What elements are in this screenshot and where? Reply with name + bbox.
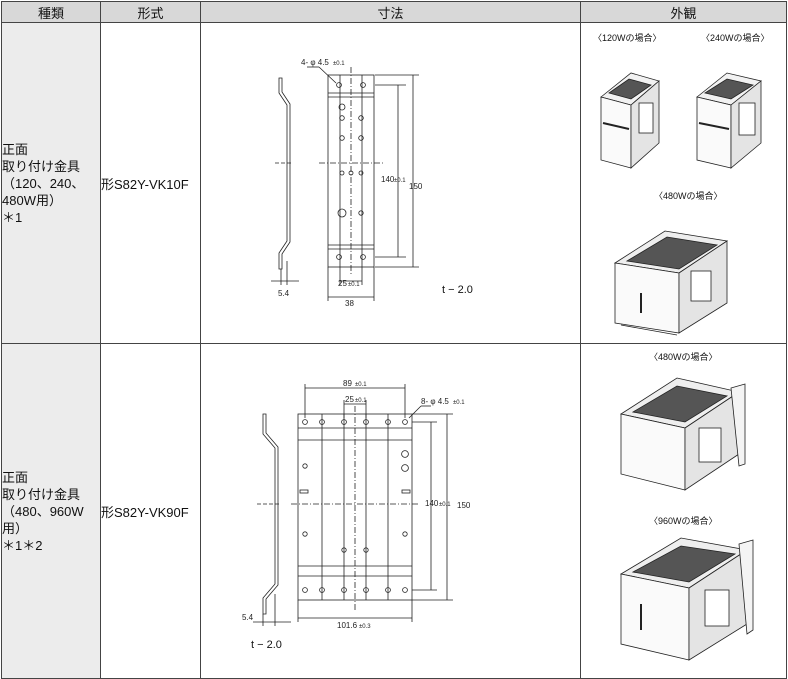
header-kind: 種類 [1, 1, 101, 23]
header-appearance: 外観 [580, 1, 787, 23]
height-inner-tolerance: ±0.1 [394, 178, 406, 184]
top-width-tolerance: ±0.1 [355, 382, 367, 388]
appearance-cell: 〈480Wの場合〉 〈960Wの場合〉 [580, 343, 787, 679]
appearance-images-row2: 〈480Wの場合〉 〈960Wの場合〉 [619, 351, 754, 661]
height-outer-label: 150 [457, 501, 471, 510]
top-width-label: 89 [343, 379, 352, 388]
hole-tolerance: ±0.1 [453, 400, 465, 406]
appearance-cell: 〈120Wの場合〉 〈240Wの場合〉 〈480Wの場合〉 [580, 22, 787, 344]
thickness-label: t − 2.0 [442, 284, 473, 296]
side-profile [262, 413, 279, 615]
width-label: 38 [345, 299, 354, 308]
table-row: 正面 取り付け金具 （120、240、 480W用） ＊1 形S82Y-VK10… [1, 22, 787, 344]
pitch-label: 25 [345, 395, 354, 404]
table-row: 正面 取り付け金具 （480、960W用） ＊1＊2 形S82Y-VK90F [1, 343, 787, 679]
caption-960w: 〈960Wの場合〉 [649, 515, 718, 526]
header-row: 種類 形式 寸法 外観 [1, 1, 787, 23]
device-image-480w [613, 230, 729, 336]
caption-120w: 〈120Wの場合〉 [593, 32, 662, 43]
appearance-images-row1: 〈120Wの場合〉 〈240Wの場合〉 〈480Wの場合〉 [593, 32, 770, 336]
side-offset-label: 5.4 [278, 289, 290, 298]
pitch-label: 25 [338, 279, 347, 288]
height-inner-tolerance: ±0.1 [439, 502, 451, 508]
header-dimensions: 寸法 [200, 1, 581, 23]
header-model: 形式 [100, 1, 201, 23]
pitch-tolerance: ±0.1 [348, 282, 360, 288]
hole-tolerance: ±0.1 [333, 61, 345, 67]
bracket-drawing-large: 89 ±0.1 25 ±0.1 8- φ 4.5 ±0.1 140 ±0.1 1… [242, 379, 471, 651]
device-image-960w [619, 537, 754, 661]
dimension-drawing-cell: 89 ±0.1 25 ±0.1 8- φ 4.5 ±0.1 140 ±0.1 1… [200, 343, 581, 679]
model-cell: 形S82Y-VK90F [100, 343, 201, 679]
device-image-480w [619, 377, 746, 491]
device-image-240w [696, 72, 762, 169]
side-offset-label: 5.4 [242, 613, 254, 622]
kind-cell: 正面 取り付け金具 （120、240、 480W用） ＊1 [1, 22, 101, 344]
kind-cell: 正面 取り付け金具 （480、960W用） ＊1＊2 [1, 343, 101, 679]
model-cell: 形S82Y-VK10F [100, 22, 201, 344]
dimension-drawing-cell: 4- φ 4.5 ±0.1 140 ±0.1 150 25 ±0.1 38 5.… [200, 22, 581, 344]
bracket-drawing-small: 4- φ 4.5 ±0.1 140 ±0.1 150 25 ±0.1 38 5.… [271, 58, 473, 308]
width-tolerance: ±0.3 [359, 624, 371, 630]
height-outer-label: 150 [409, 182, 423, 191]
height-inner-label: 140 [381, 175, 395, 184]
caption-240w: 〈240Wの場合〉 [701, 32, 770, 43]
width-label: 101.6 [337, 621, 358, 630]
hole-label: 8- φ 4.5 [421, 397, 449, 406]
pitch-tolerance: ±0.1 [355, 398, 367, 404]
caption-480w: 〈480Wの場合〉 [654, 190, 723, 201]
device-image-120w [600, 72, 660, 169]
caption-480w: 〈480Wの場合〉 [649, 351, 718, 362]
side-profile [278, 77, 291, 270]
thickness-label: t − 2.0 [251, 639, 282, 651]
height-inner-label: 140 [425, 499, 439, 508]
hole-label: 4- φ 4.5 [301, 58, 329, 67]
